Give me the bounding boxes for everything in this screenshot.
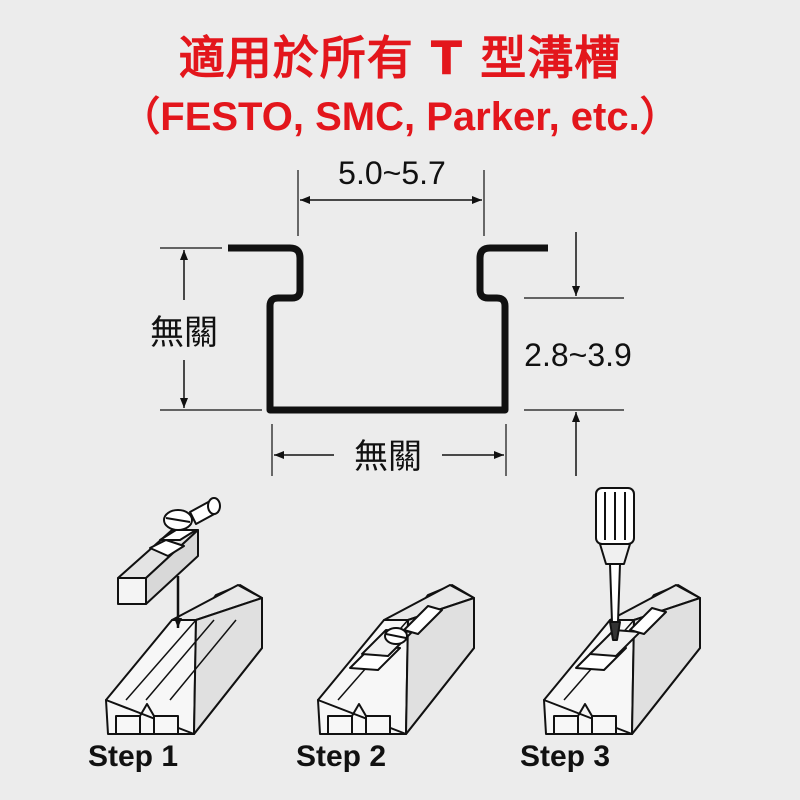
title-line-1: 適用於所有 T 型溝槽 bbox=[178, 31, 622, 85]
dimension-bottom-width: 無關 bbox=[271, 424, 507, 476]
dimension-top-width: 5.0~5.7 bbox=[297, 155, 485, 236]
t-slot-profile bbox=[228, 244, 548, 414]
bottom-width-label: 無關 bbox=[354, 438, 422, 476]
rail bbox=[543, 584, 701, 735]
step-1-illustration bbox=[105, 497, 263, 735]
step-1-label: Step 1 bbox=[88, 740, 178, 773]
step-2-illustration bbox=[317, 584, 475, 735]
step-2-label: Step 2 bbox=[296, 740, 386, 773]
rail bbox=[105, 584, 263, 735]
slot-nut bbox=[117, 497, 221, 605]
left-height-label: 無關 bbox=[150, 314, 218, 352]
slot-nut-in-rail bbox=[575, 607, 667, 671]
dimension-left-height: 無關 bbox=[150, 247, 262, 411]
right-height-label: 2.8~3.9 bbox=[524, 337, 632, 373]
title-line-2: （FESTO, SMC, Parker, etc.） bbox=[120, 95, 680, 139]
slot-nut-in-rail bbox=[349, 605, 443, 671]
top-width-label: 5.0~5.7 bbox=[338, 155, 446, 191]
step-3-label: Step 3 bbox=[520, 740, 610, 773]
step-3-illustration bbox=[543, 487, 701, 735]
dimension-right-height: 2.8~3.9 bbox=[524, 232, 632, 476]
screwdriver bbox=[595, 487, 635, 641]
rail bbox=[317, 584, 475, 735]
